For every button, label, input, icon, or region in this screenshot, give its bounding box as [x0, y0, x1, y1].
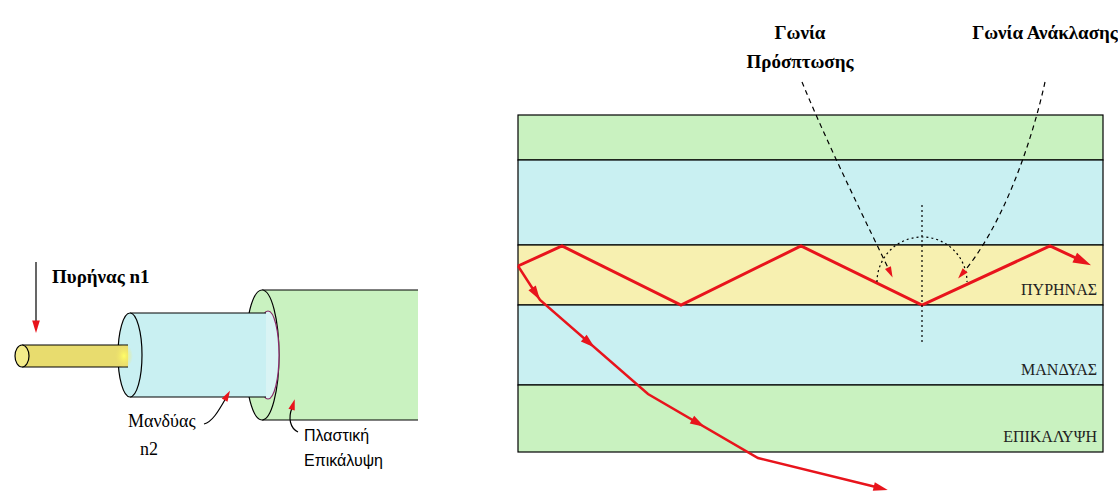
cladding-label: Μανδύας — [128, 408, 196, 436]
core-band: ΠΥΡΗΝΑΣ — [518, 245, 1103, 305]
layer-name: ΜΑΝΔΥΑΣ — [1021, 361, 1097, 379]
angle-label: Γωνία Ανάκλασης — [970, 18, 1118, 47]
arrow-head — [222, 391, 230, 402]
angle-arc — [877, 237, 967, 282]
index-label: n2 — [140, 436, 158, 464]
arrow-head — [873, 482, 888, 491]
cable-drawing — [15, 290, 418, 420]
arrow-head — [32, 320, 40, 333]
escaping-ray — [518, 266, 888, 491]
angle-marks — [802, 82, 1045, 345]
leader-line — [802, 82, 890, 272]
arrow-head — [958, 268, 968, 278]
layer-name: ΕΠΙΚΑΛΥΨΗ — [1003, 428, 1097, 446]
arrow-head — [885, 266, 893, 277]
ray-path — [518, 266, 880, 488]
arrow-head — [528, 285, 540, 299]
arrow-head — [581, 335, 595, 348]
leader-lines — [32, 262, 298, 432]
arrow-head — [1072, 253, 1091, 266]
ray-path — [518, 246, 1078, 305]
normal-line — [921, 205, 922, 345]
cladding-band: ΜΑΝΔΥΑΣ — [518, 305, 1103, 385]
layer-bands — [518, 115, 1103, 452]
guided-ray — [518, 246, 1091, 305]
angle-label: Γωνία Πρόσπτωσης — [725, 18, 875, 77]
coating-label: Πλαστική Επικάλυψη — [304, 424, 414, 474]
arrow-head — [288, 399, 294, 410]
leader-line — [962, 82, 1045, 274]
core-label: Πυρήνας n1 — [52, 262, 150, 291]
layer-name: ΠΥΡΗΝΑΣ — [1021, 281, 1097, 299]
arrow-head — [690, 416, 705, 427]
coating-band: ΕΠΙΚΑΛΥΨΗ — [518, 385, 1103, 452]
